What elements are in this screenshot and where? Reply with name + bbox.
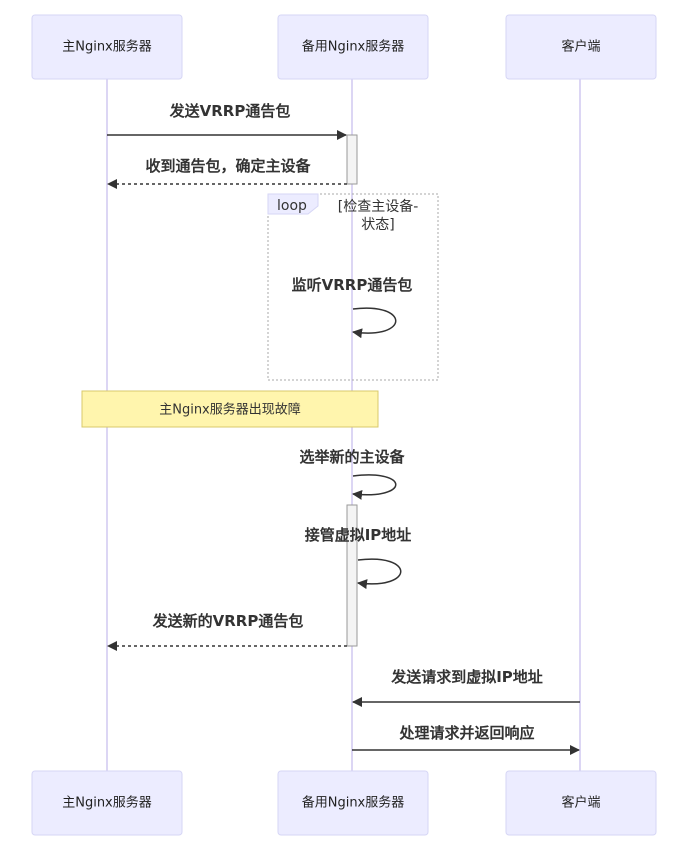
message-3-label: 监听VRRP通告包 [292,276,413,294]
activation-backup-1 [346,134,358,185]
message-6-label: 发送新的VRRP通告包 [152,612,304,630]
actor-main-bottom: 主Nginx服务器 [31,770,183,836]
message-1-label: 发送VRRP通告包 [169,102,291,120]
loop-label: loop [277,198,307,214]
message-5-label: 接管虚拟IP地址 [305,526,412,544]
message-3-arrow [352,307,397,339]
message-2-label: 收到通告包，确定主设备 [145,157,311,175]
actor-backup-top: 备用Nginx服务器 [277,14,429,80]
loop-condition-line2: 状态] [361,217,394,233]
failure-note-text: 主Nginx服务器出现故障 [159,402,301,418]
message-7-label: 发送请求到虚拟IP地址 [390,668,543,686]
loop-condition-line1: [检查主设备- [338,198,419,215]
actor-main-top: 主Nginx服务器 [31,14,183,80]
actor-backup-top-label: 备用Nginx服务器 [302,39,405,55]
activation-backup-2 [346,504,358,647]
actor-main-top-label: 主Nginx服务器 [62,39,152,55]
actor-backup-bottom-label: 备用Nginx服务器 [302,795,405,811]
message-4-label: 选举新的主设备 [299,448,405,466]
actor-client-top: 客户端 [505,14,657,80]
actor-client-top-label: 客户端 [561,39,600,55]
actor-client-bottom-label: 客户端 [561,795,600,811]
message-5-arrow [357,558,402,590]
actor-client-bottom: 客户端 [505,770,657,836]
loop-frame: loop [检查主设备- 状态] [267,193,439,381]
message-4-arrow [352,474,397,500]
message-8-label: 处理请求并返回响应 [398,724,534,742]
failure-note: 主Nginx服务器出现故障 [81,390,379,428]
actor-backup-bottom: 备用Nginx服务器 [277,770,429,836]
actor-main-bottom-label: 主Nginx服务器 [62,795,152,811]
